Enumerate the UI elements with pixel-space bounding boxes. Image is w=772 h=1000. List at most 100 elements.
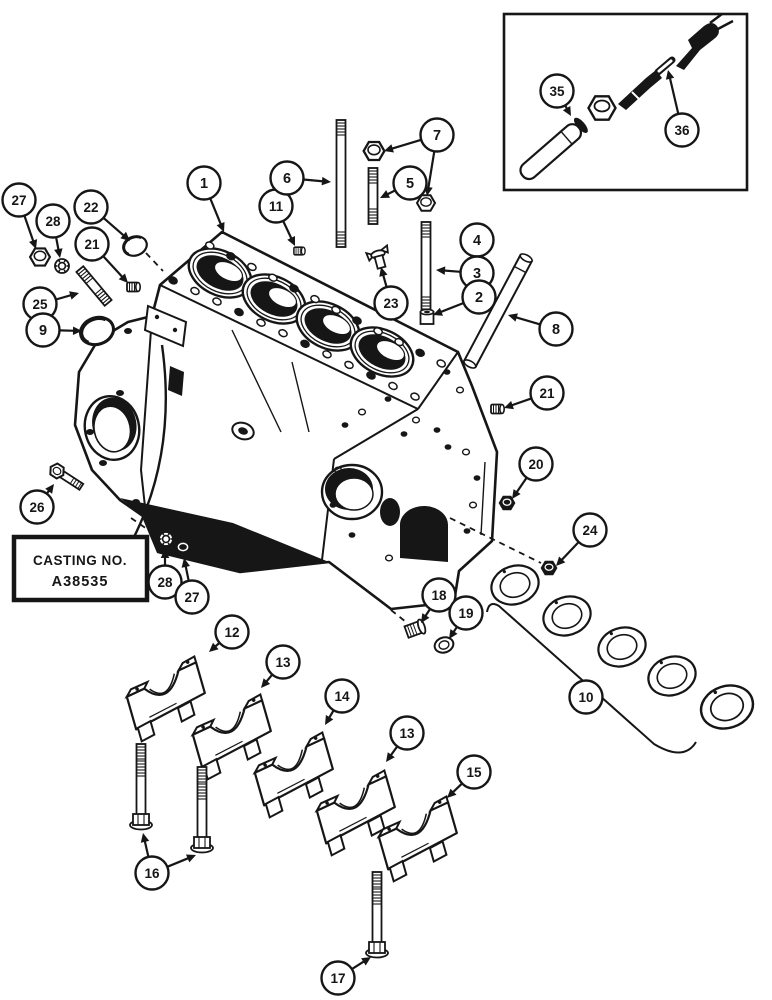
bearing-set-bracket xyxy=(486,603,697,754)
deck-hole xyxy=(331,305,341,315)
crank-arch-cutout xyxy=(400,505,449,562)
stud-25 xyxy=(75,264,113,308)
plug-11 xyxy=(293,246,306,256)
callout-number-7: 7 xyxy=(433,128,441,144)
callout-arrowhead xyxy=(508,313,518,322)
callout-number-36: 36 xyxy=(674,123,690,138)
callout-number-21: 21 xyxy=(539,386,555,401)
callout-arrowhead xyxy=(556,556,566,566)
callout-leader xyxy=(509,397,532,408)
callout-balloons: 1222728212592628271167523432821202418191… xyxy=(1,70,700,996)
callout-number-15: 15 xyxy=(466,765,482,780)
callout-21 xyxy=(529,375,565,411)
deck-hole xyxy=(234,307,244,317)
front-mount-lug xyxy=(143,304,188,348)
callout-number-14: 14 xyxy=(334,689,350,704)
plug-21-right xyxy=(490,403,506,415)
callout-arrowhead xyxy=(504,401,514,410)
nut-7a xyxy=(362,140,386,162)
callout-arrowhead xyxy=(160,549,170,558)
callout-leader xyxy=(514,476,528,495)
callout-leader xyxy=(166,856,191,868)
deck-hole xyxy=(310,294,320,304)
callout-arrowhead xyxy=(321,176,331,186)
heater-cord-36 xyxy=(618,13,734,110)
callout-arrowhead xyxy=(325,715,334,725)
callout-17 xyxy=(320,960,356,996)
deck-hole xyxy=(300,339,310,348)
callout-leader xyxy=(389,138,422,151)
callout-2 xyxy=(461,279,497,315)
callout-number-23: 23 xyxy=(383,296,399,311)
deck-bolt-holes xyxy=(168,241,447,401)
callout-number-27: 27 xyxy=(11,193,26,208)
callout-number-17: 17 xyxy=(330,971,345,986)
rear-face xyxy=(320,369,486,562)
callout-21 xyxy=(74,226,110,262)
callout-7 xyxy=(419,117,455,153)
deck-hole xyxy=(190,286,200,296)
callout-number-21: 21 xyxy=(84,237,100,252)
spacer-2 xyxy=(419,308,435,325)
callout-leader xyxy=(668,75,680,115)
bearing-shell-1 xyxy=(485,558,546,612)
deck-hole xyxy=(410,392,420,401)
callout-1 xyxy=(186,165,222,201)
callout-number-4: 4 xyxy=(473,233,481,249)
callout-22 xyxy=(73,189,109,225)
callout-leader xyxy=(102,255,125,280)
stud-3 xyxy=(420,221,432,313)
deck-hole xyxy=(322,350,332,359)
main-bearing-shells xyxy=(485,558,761,737)
casting-number-box: CASTING NO. A38535 xyxy=(11,534,150,603)
callout-arrowhead xyxy=(45,484,54,494)
callout-leader xyxy=(23,215,36,244)
callout-28 xyxy=(147,564,183,600)
callout-arrowhead xyxy=(433,307,443,316)
callout-arrowhead xyxy=(380,190,390,198)
callout-36 xyxy=(664,112,700,148)
callout-number-5: 5 xyxy=(406,176,414,192)
rear-face-holes xyxy=(329,369,481,562)
callout-8 xyxy=(538,311,574,347)
callout-number-28: 28 xyxy=(157,575,173,590)
callout-27 xyxy=(1,182,37,218)
callout-leader xyxy=(143,838,150,858)
callout-arrowhead xyxy=(209,642,219,652)
casting-label-line1: CASTING NO. xyxy=(33,553,127,568)
callout-arrowhead xyxy=(261,678,271,688)
bearing-shell-3 xyxy=(592,620,653,674)
washer-28-lower xyxy=(157,531,175,547)
callout-number-24: 24 xyxy=(582,523,598,538)
casting-label-leader xyxy=(131,344,168,540)
callout-arrowhead xyxy=(216,222,225,232)
deck-hole xyxy=(226,252,236,261)
callout-number-25: 25 xyxy=(32,297,48,312)
deck-hole xyxy=(366,371,376,380)
callout-number-28: 28 xyxy=(45,214,61,229)
callout-arrowhead xyxy=(72,326,82,335)
callout-arrowhead xyxy=(140,833,150,843)
callout-number-1: 1 xyxy=(200,176,208,192)
callout-arrowhead xyxy=(386,752,395,762)
callout-arrowhead xyxy=(69,291,79,300)
callout-18 xyxy=(421,577,457,613)
callout-number-19: 19 xyxy=(458,606,473,621)
callout-number-2: 2 xyxy=(475,290,483,306)
callout-leader xyxy=(303,178,326,183)
callout-arrowhead xyxy=(181,558,190,568)
deck-hole xyxy=(268,273,278,282)
callout-15 xyxy=(456,754,492,790)
bearing-shell-4 xyxy=(642,649,703,703)
callout-13 xyxy=(389,715,425,751)
hardware-parts xyxy=(29,119,558,654)
callout-arrowhead xyxy=(384,144,394,153)
callout-arrowhead xyxy=(54,248,63,258)
callout-leader xyxy=(513,315,541,326)
callout-5 xyxy=(392,165,428,201)
deck-hole xyxy=(256,318,266,327)
nut-24 xyxy=(540,560,558,576)
callout-arrowhead xyxy=(29,239,38,249)
callout-arrowhead xyxy=(287,236,295,246)
callout-27 xyxy=(174,579,210,615)
